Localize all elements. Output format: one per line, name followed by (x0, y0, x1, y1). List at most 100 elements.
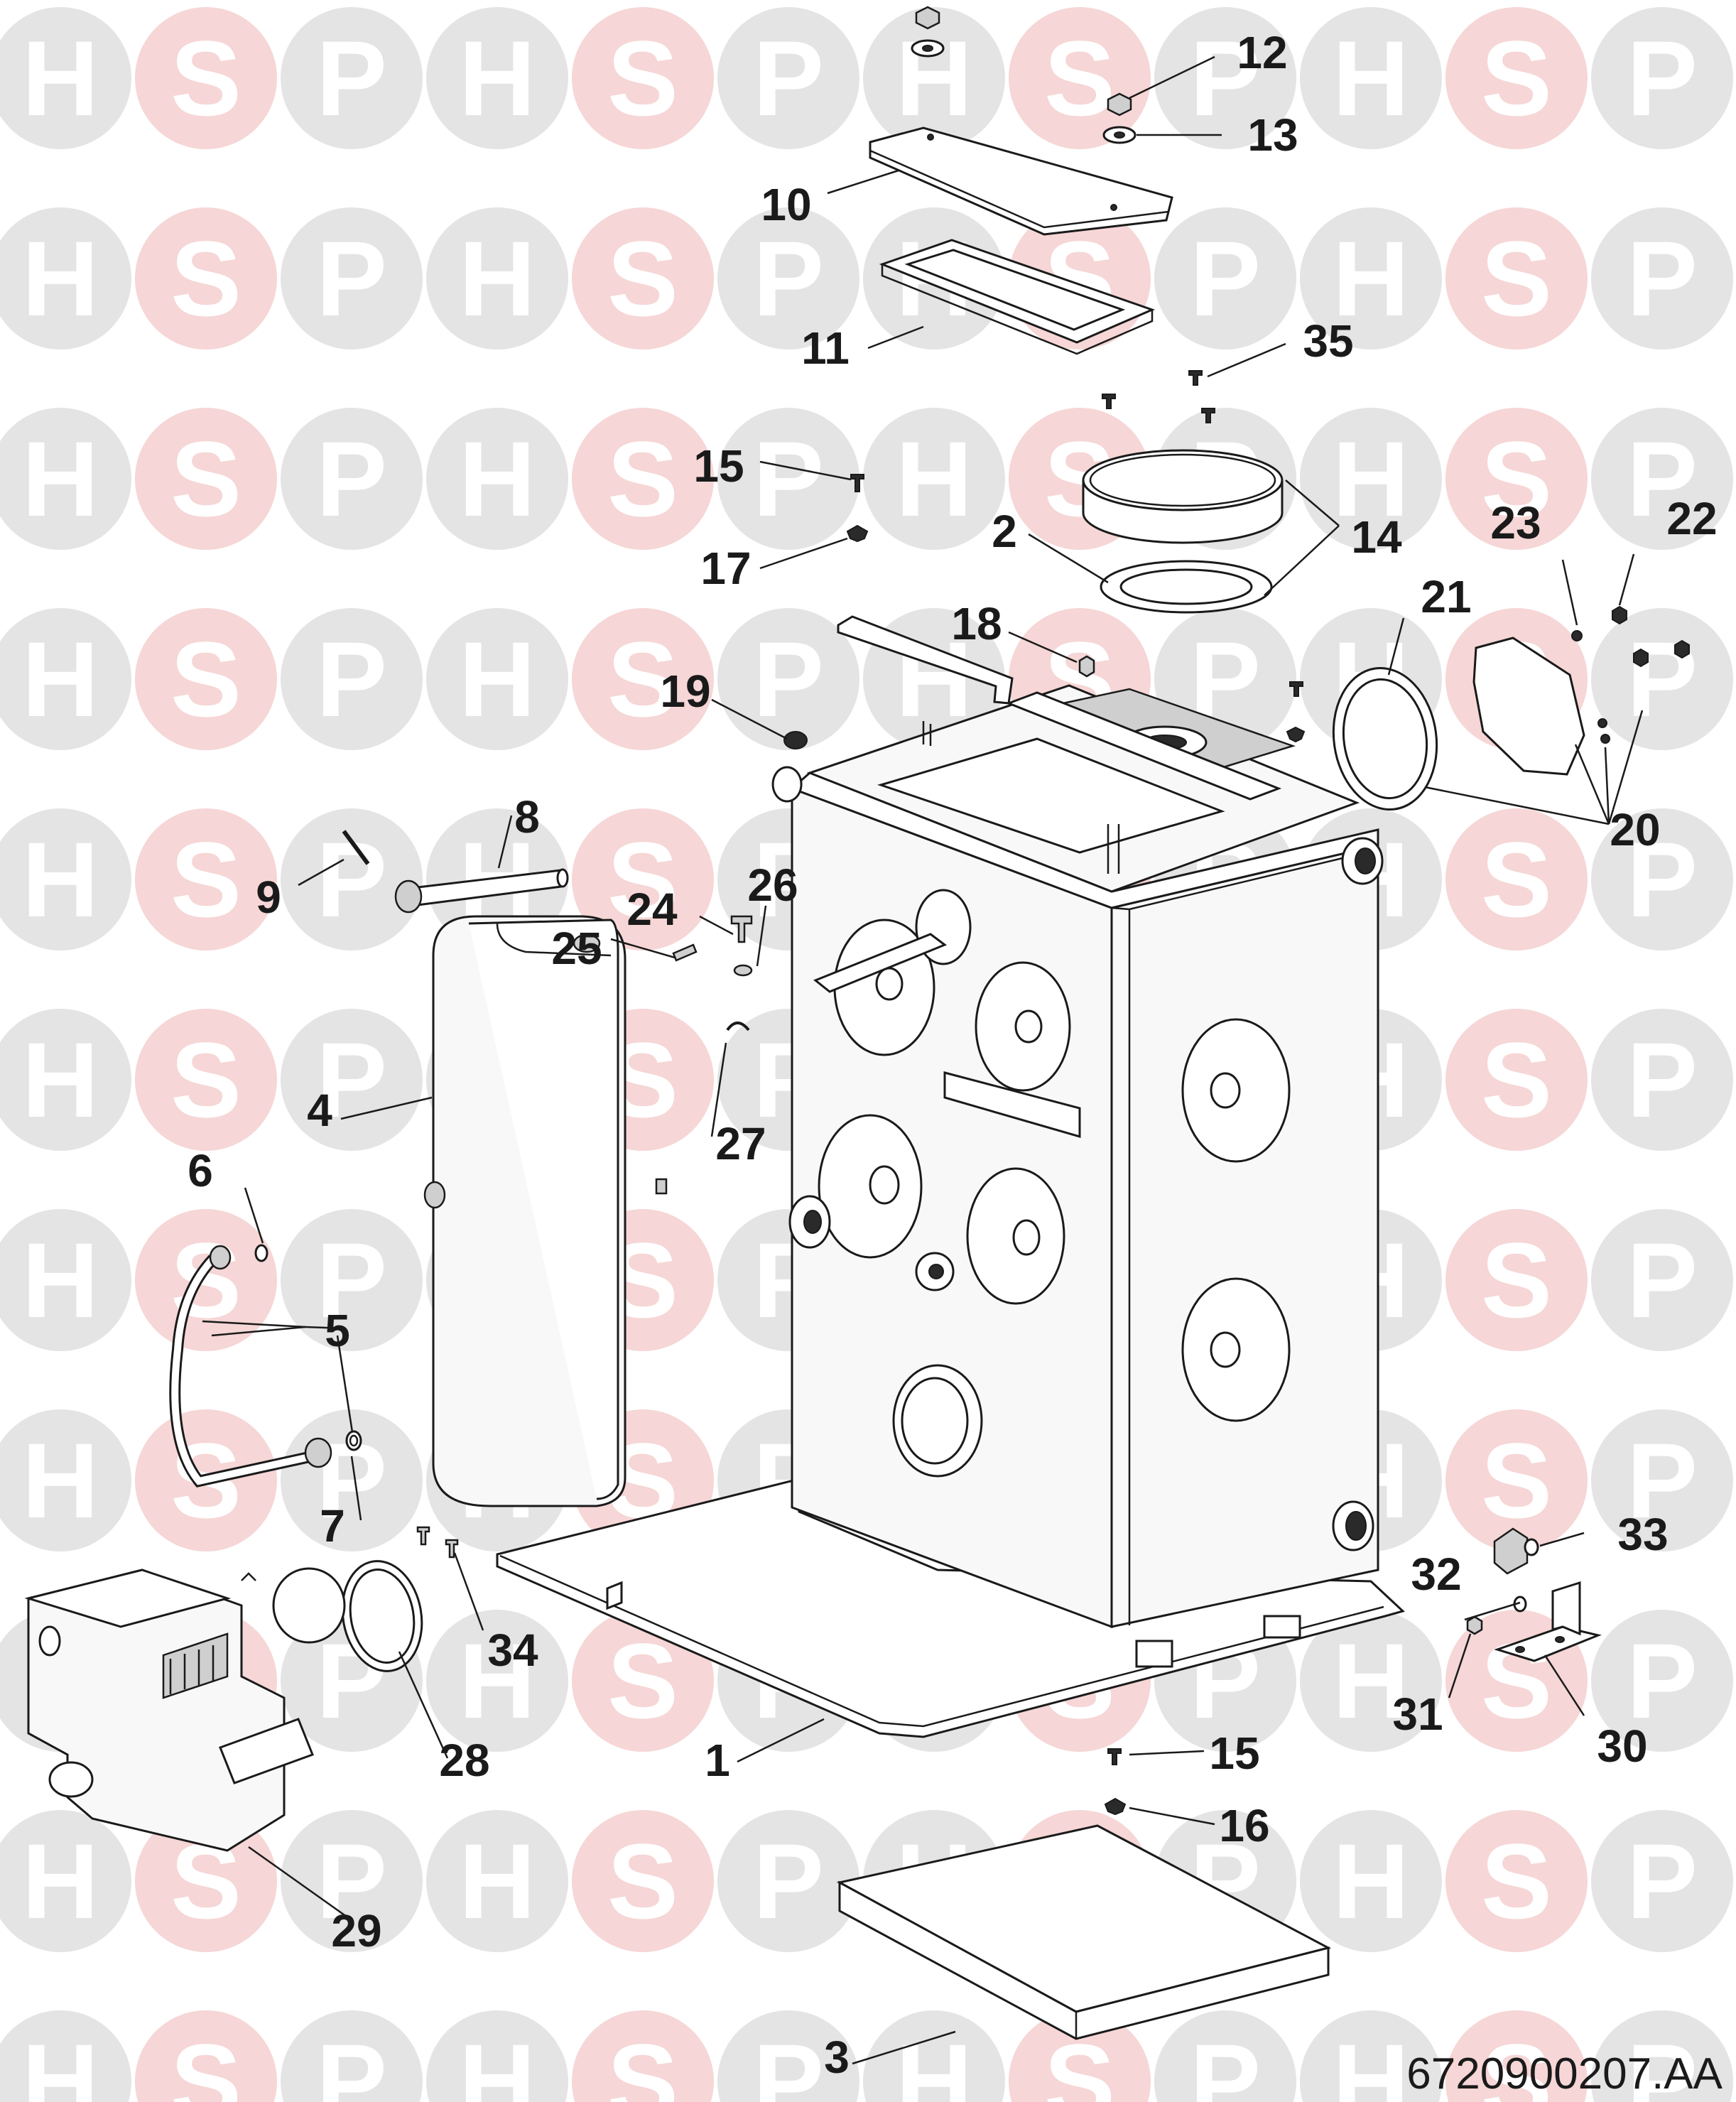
watermark-letter: H (459, 18, 536, 138)
watermark-letter: P (1627, 820, 1698, 939)
watermark-letter: H (459, 219, 536, 338)
watermark-circle (0, 207, 131, 350)
watermark-circle (572, 2010, 714, 2102)
watermark-circle (135, 7, 277, 149)
watermark-circle (426, 1610, 568, 1752)
watermark-letter: P (316, 419, 387, 538)
callout-30: 30 (1597, 1721, 1647, 1772)
callout-labels: 1 2 3 4 5 6 7 8 9 10 11 12 13 14 15 15 1… (188, 27, 1717, 2083)
watermark-letter: H (22, 619, 99, 739)
watermark-circle (135, 808, 277, 950)
watermark-circle (135, 1209, 277, 1351)
watermark-circle (1591, 207, 1733, 350)
watermark-circle (281, 1810, 423, 1952)
washer-part-7 (345, 1430, 362, 1451)
callout-2: 2 (992, 506, 1017, 557)
watermark-letter: H (459, 1821, 536, 1941)
watermark-circle (0, 608, 131, 750)
watermark-circle (717, 2010, 859, 2102)
watermark-letter: H (1333, 1621, 1409, 1740)
watermark-circle (1445, 1009, 1588, 1151)
watermark-circle (426, 2010, 568, 2102)
watermark-letter: H (459, 619, 536, 739)
watermark-letter: S (607, 619, 678, 739)
callout-29: 29 (331, 1905, 381, 1956)
burner-part-29 (24, 1567, 346, 1852)
watermark-circle (281, 207, 423, 350)
watermark-circle (572, 207, 714, 350)
watermark-circle (1591, 7, 1733, 149)
watermark-circle (426, 1810, 568, 1952)
watermark-letter: H (22, 1020, 99, 1139)
watermark-letter: H (1333, 1821, 1409, 1941)
cover-plate-part-10 (869, 126, 1173, 236)
callout-35: 35 (1303, 315, 1353, 367)
watermark-circle (1591, 1009, 1733, 1151)
watermark-letter: H (22, 820, 99, 939)
watermark-letter: P (1627, 1421, 1698, 1540)
watermark-circle (572, 408, 714, 550)
watermark-letter: P (316, 18, 387, 138)
watermark-letter: S (1481, 2022, 1552, 2102)
watermark-circle (281, 408, 423, 550)
watermark-letter: H (22, 1821, 99, 1941)
watermark-letter: S (1481, 1821, 1552, 1941)
watermark-letter: S (607, 219, 678, 338)
watermark-circle (1445, 1209, 1588, 1351)
callout-16: 16 (1219, 1800, 1269, 1851)
callout-5: 5 (325, 1305, 350, 1356)
watermark-letter: P (316, 1020, 387, 1139)
watermark-circle (1300, 207, 1442, 350)
gasket-frame-part-11 (879, 239, 1156, 355)
callout-14: 14 (1351, 511, 1402, 563)
watermark-circle (1591, 1610, 1733, 1752)
nut-part-18 (1078, 655, 1095, 678)
watermark-letter: S (1481, 1220, 1552, 1340)
watermark-circle (717, 608, 859, 750)
nut-part-31 (1466, 1615, 1483, 1635)
callout-33: 33 (1617, 1509, 1668, 1560)
watermark-letter: S (170, 1020, 242, 1139)
watermark-letter: S (607, 2022, 678, 2102)
boiler-body-part-1 (496, 615, 1405, 1738)
clip-part-17 (846, 524, 869, 543)
callout-4: 4 (307, 1085, 332, 1136)
valve-part-33 (1493, 1527, 1539, 1575)
watermark-circle (1445, 207, 1588, 350)
watermark-letter: S (1481, 219, 1552, 338)
gasket-part-21 (1332, 666, 1438, 811)
watermark-letter: H (896, 419, 972, 538)
watermark-circle (0, 808, 131, 950)
watermark-circle (0, 1209, 131, 1351)
clip-part-16 (1104, 1797, 1127, 1816)
callout-19: 19 (660, 666, 710, 717)
nut-part-12 (915, 6, 1132, 117)
watermark-letter: H (22, 2022, 99, 2102)
watermark-circle (135, 408, 277, 550)
watermark-letter: P (316, 219, 387, 338)
callout-28: 28 (439, 1735, 489, 1786)
watermark-circle (1154, 2010, 1296, 2102)
watermark-circle (1445, 2010, 1588, 2102)
watermark-letter: P (753, 2022, 824, 2102)
flue-ring-part-14 (1082, 449, 1284, 544)
watermark-circle (572, 7, 714, 149)
callout-18: 18 (951, 598, 1002, 649)
watermark-letter: H (22, 18, 99, 138)
screws-part-34 (416, 1526, 459, 1559)
watermark-letter: H (459, 419, 536, 538)
sensor-part-25 (672, 943, 698, 962)
callout-13: 13 (1247, 109, 1298, 161)
callout-32: 32 (1411, 1549, 1461, 1600)
watermark-circle (1009, 2010, 1151, 2102)
watermark-letter: S (170, 820, 242, 939)
watermark-circle (1591, 1810, 1733, 1952)
hose-part-5 (169, 1245, 332, 1488)
watermark-letter: H (459, 2022, 536, 2102)
watermark-circle (1591, 808, 1733, 950)
watermark-letter: P (753, 419, 824, 538)
callout-15-top: 15 (693, 440, 744, 492)
callout-17: 17 (700, 543, 751, 594)
base-plate-part-3 (836, 1824, 1332, 2040)
watermark-circle (281, 2010, 423, 2102)
